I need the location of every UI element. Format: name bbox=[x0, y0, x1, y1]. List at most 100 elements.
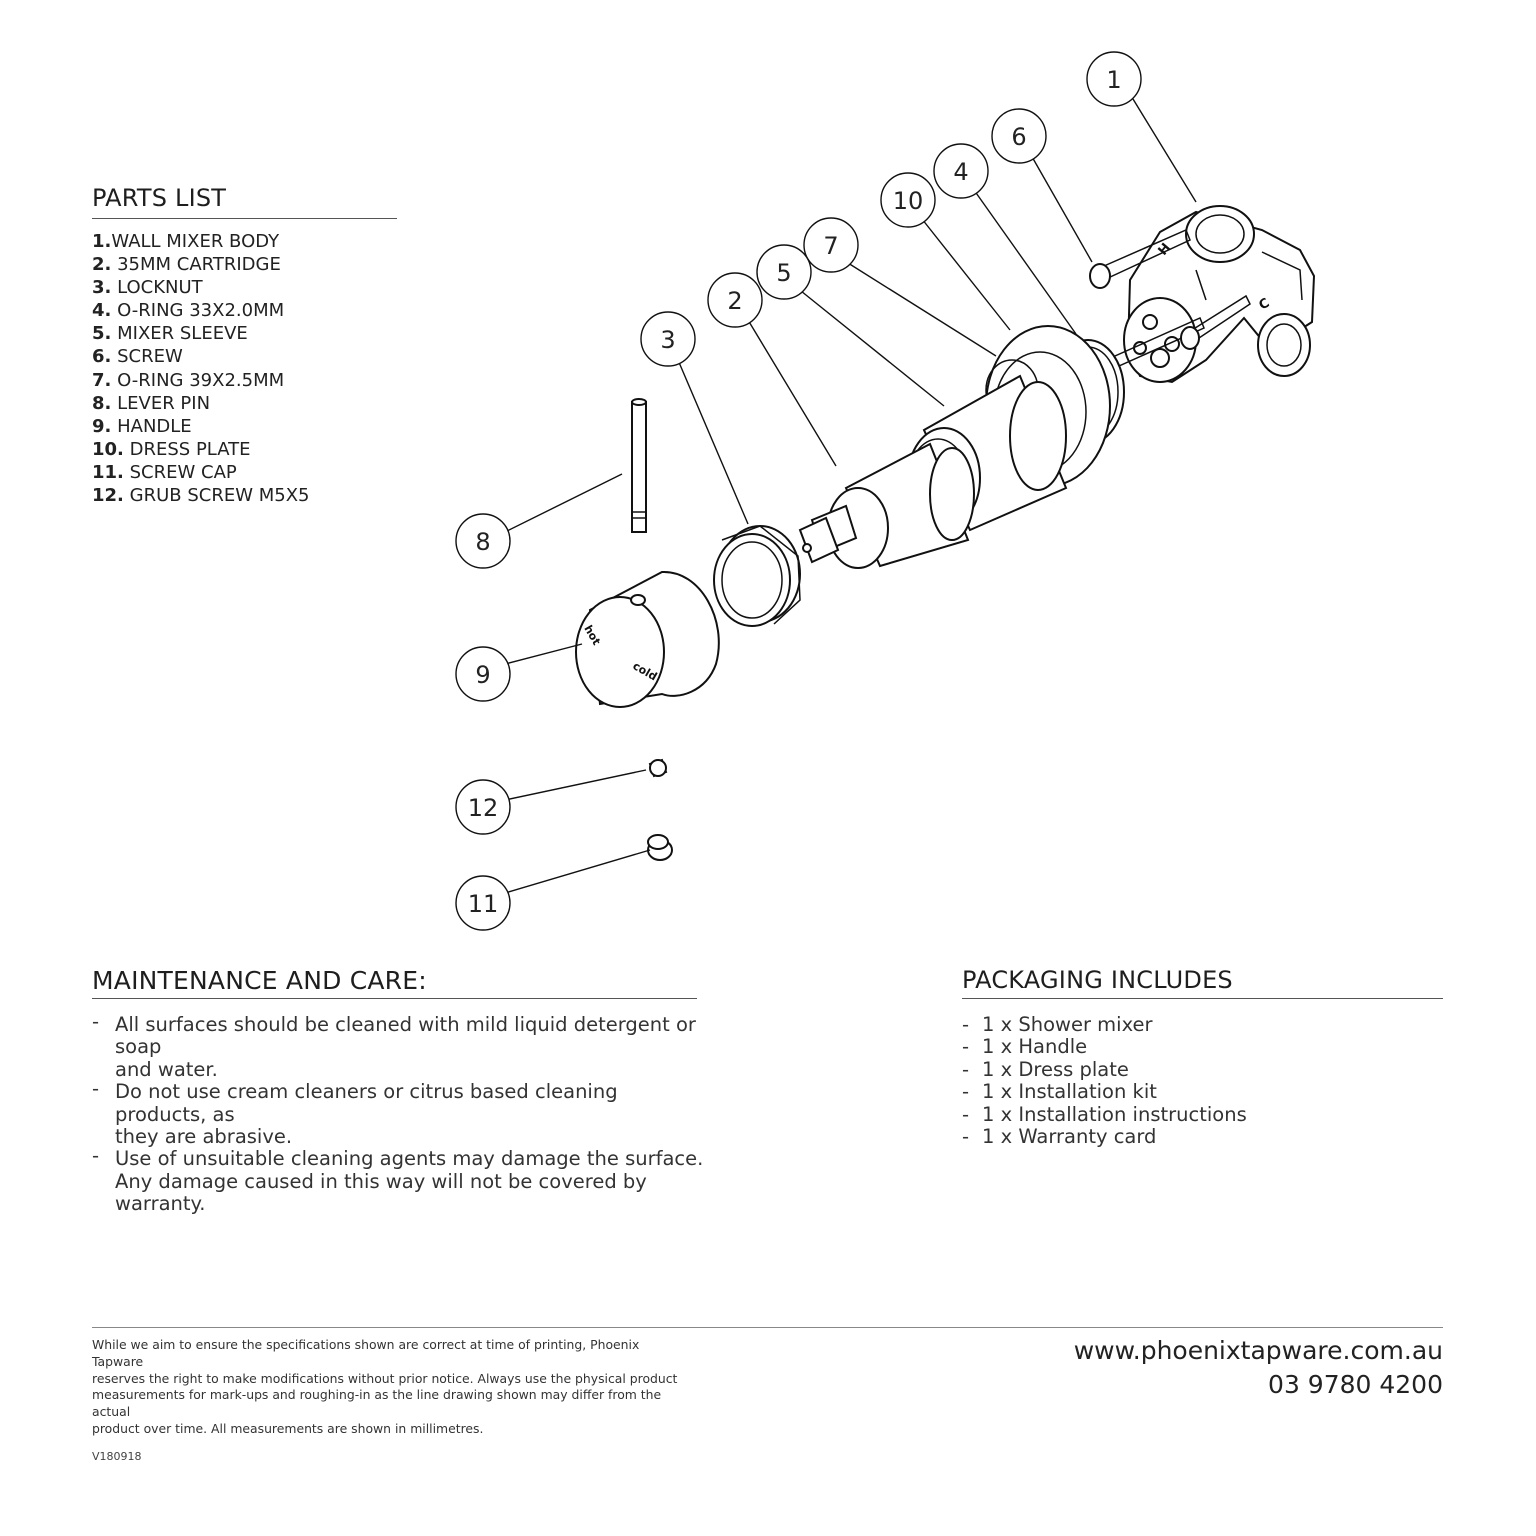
maintenance-line: All surfaces should be cleaned with mild… bbox=[115, 1013, 696, 1059]
part-label: O-RING 33X2.0MM bbox=[117, 300, 285, 322]
parts-list-item: 10. DRESS PLATE bbox=[92, 438, 309, 461]
part-number: 7. bbox=[92, 369, 112, 391]
part-number: 1. bbox=[92, 231, 112, 252]
callout-6: 6 bbox=[991, 108, 1047, 164]
disclaimer-line: reserves the right to make modifications… bbox=[92, 1370, 678, 1386]
packaging-item: 1 x Handle bbox=[962, 1035, 1432, 1059]
callout-number: 8 bbox=[475, 528, 490, 556]
part-number: 5. bbox=[92, 323, 112, 345]
callout-number: 10 bbox=[893, 187, 924, 215]
parts-list-item: 9. HANDLE bbox=[92, 415, 309, 438]
callout-number: 2 bbox=[727, 287, 742, 315]
parts-list-item: 6. SCREW bbox=[92, 345, 309, 368]
callout-number: 9 bbox=[475, 661, 490, 689]
parts-list-item: 7. O-RING 39X2.5MM bbox=[92, 369, 309, 392]
parts-list-item: 1.WALL MIXER BODY bbox=[92, 230, 309, 253]
callout-5: 5 bbox=[756, 244, 812, 300]
screw-cap bbox=[647, 834, 673, 861]
packaging-item: 1 x Warranty card bbox=[962, 1125, 1432, 1149]
leader-lines bbox=[504, 98, 1197, 894]
website-url[interactable]: www.phoenixtapware.com.au bbox=[1073, 1336, 1443, 1365]
part-label: O-RING 39X2.5MM bbox=[117, 369, 285, 391]
callout-11: 11 bbox=[455, 875, 511, 931]
packaging-item: 1 x Installation instructions bbox=[962, 1103, 1432, 1127]
callout-1: 1 bbox=[1086, 51, 1142, 107]
callout-3: 3 bbox=[640, 311, 696, 367]
part-number: 11. bbox=[92, 461, 124, 483]
part-label: HANDLE bbox=[117, 415, 192, 437]
maintenance-line: and water. bbox=[115, 1057, 218, 1081]
grub-screw bbox=[648, 758, 668, 778]
callout-4: 4 bbox=[933, 143, 989, 199]
wall-mixer-body: H C bbox=[1123, 205, 1316, 384]
callout-number: 6 bbox=[1011, 123, 1026, 151]
packaging-divider bbox=[962, 998, 1443, 999]
parts-list-item: 5. MIXER SLEEVE bbox=[92, 322, 309, 345]
screw bbox=[1089, 229, 1191, 289]
part-label: LOCKNUT bbox=[117, 277, 203, 299]
maintenance-item: Use of unsuitable cleaning agents may da… bbox=[92, 1145, 712, 1216]
parts-list: 1.WALL MIXER BODY 2. 35MM CARTRIDGE 3. L… bbox=[92, 230, 309, 507]
maintenance-line: Any damage caused in this way will not b… bbox=[115, 1169, 647, 1216]
part-number: 2. bbox=[92, 254, 112, 276]
callout-number: 12 bbox=[468, 794, 499, 822]
maintenance-line: they are abrasive. bbox=[115, 1125, 293, 1149]
disclaimer-line: measurements for mark-ups and roughing-i… bbox=[92, 1387, 662, 1420]
maintenance-divider bbox=[92, 998, 697, 999]
part-label: SCREW bbox=[117, 346, 183, 368]
parts-list-item: 3. LOCKNUT bbox=[92, 276, 309, 299]
packaging-item: 1 x Installation kit bbox=[962, 1080, 1432, 1104]
part-number: 6. bbox=[92, 346, 112, 368]
callout-number: 7 bbox=[823, 232, 838, 260]
part-label: SCREW CAP bbox=[129, 461, 237, 483]
version-code: V180918 bbox=[92, 1450, 142, 1463]
callout-number: 1 bbox=[1106, 66, 1121, 94]
exploded-view-diagram: H C bbox=[455, 51, 1316, 931]
maintenance-item: All surfaces should be cleaned with mild… bbox=[92, 1011, 712, 1081]
parts-list-title: PARTS LIST bbox=[92, 184, 227, 212]
part-number: 12. bbox=[92, 485, 124, 507]
callout-12: 12 bbox=[455, 779, 511, 835]
maintenance-line: Do not use cream cleaners or citrus base… bbox=[115, 1080, 618, 1126]
callout-8: 8 bbox=[455, 513, 511, 569]
part-label: MIXER SLEEVE bbox=[117, 323, 248, 345]
parts-list-item: 2. 35MM CARTRIDGE bbox=[92, 253, 309, 276]
disclaimer-line: product over time. All measurements are … bbox=[92, 1420, 484, 1436]
callout-number: 11 bbox=[468, 890, 499, 918]
callout-7: 7 bbox=[803, 217, 859, 273]
part-label: WALL MIXER BODY bbox=[111, 231, 280, 252]
callout-number: 4 bbox=[953, 158, 968, 186]
part-number: 4. bbox=[92, 300, 112, 322]
parts-list-item: 4. O-RING 33X2.0MM bbox=[92, 299, 309, 322]
disclaimer-line: While we aim to ensure the specification… bbox=[92, 1337, 640, 1369]
callout-number: 5 bbox=[776, 259, 791, 287]
maintenance-line: Use of unsuitable cleaning agents may da… bbox=[115, 1147, 704, 1171]
part-label: DRESS PLATE bbox=[129, 438, 251, 460]
maintenance-title: MAINTENANCE AND CARE: bbox=[92, 966, 427, 995]
packaging-item: 1 x Dress plate bbox=[962, 1058, 1432, 1082]
part-number: 9. bbox=[92, 415, 112, 437]
disclaimer: While we aim to ensure the specification… bbox=[92, 1337, 692, 1438]
callout-number: 3 bbox=[660, 326, 675, 354]
parts-list-item: 11. SCREW CAP bbox=[92, 461, 309, 484]
part-number: 10. bbox=[92, 438, 124, 460]
maintenance-list: All surfaces should be cleaned with mild… bbox=[92, 1011, 712, 1216]
part-label: GRUB SCREW M5X5 bbox=[129, 485, 310, 507]
lever-pin bbox=[631, 398, 647, 533]
maintenance-item: Do not use cream cleaners or citrus base… bbox=[92, 1078, 712, 1149]
parts-list-item: 8. LEVER PIN bbox=[92, 392, 309, 415]
parts-list-divider bbox=[92, 218, 397, 219]
part-number: 3. bbox=[92, 277, 112, 299]
part-number: 8. bbox=[92, 392, 112, 414]
packaging-list: 1 x Shower mixer 1 x Handle 1 x Dress pl… bbox=[962, 1013, 1432, 1149]
callout-2: 2 bbox=[707, 272, 763, 328]
locknut bbox=[713, 525, 801, 627]
callout-10: 10 bbox=[880, 172, 936, 228]
footer-divider bbox=[92, 1327, 1443, 1328]
callout-9: 9 bbox=[455, 646, 511, 702]
phone-number: 03 9780 4200 bbox=[1268, 1370, 1443, 1399]
part-label: LEVER PIN bbox=[117, 392, 211, 414]
part-label: 35MM CARTRIDGE bbox=[117, 254, 281, 276]
cartridge-35mm bbox=[798, 442, 975, 569]
packaging-item: 1 x Shower mixer bbox=[962, 1013, 1432, 1037]
